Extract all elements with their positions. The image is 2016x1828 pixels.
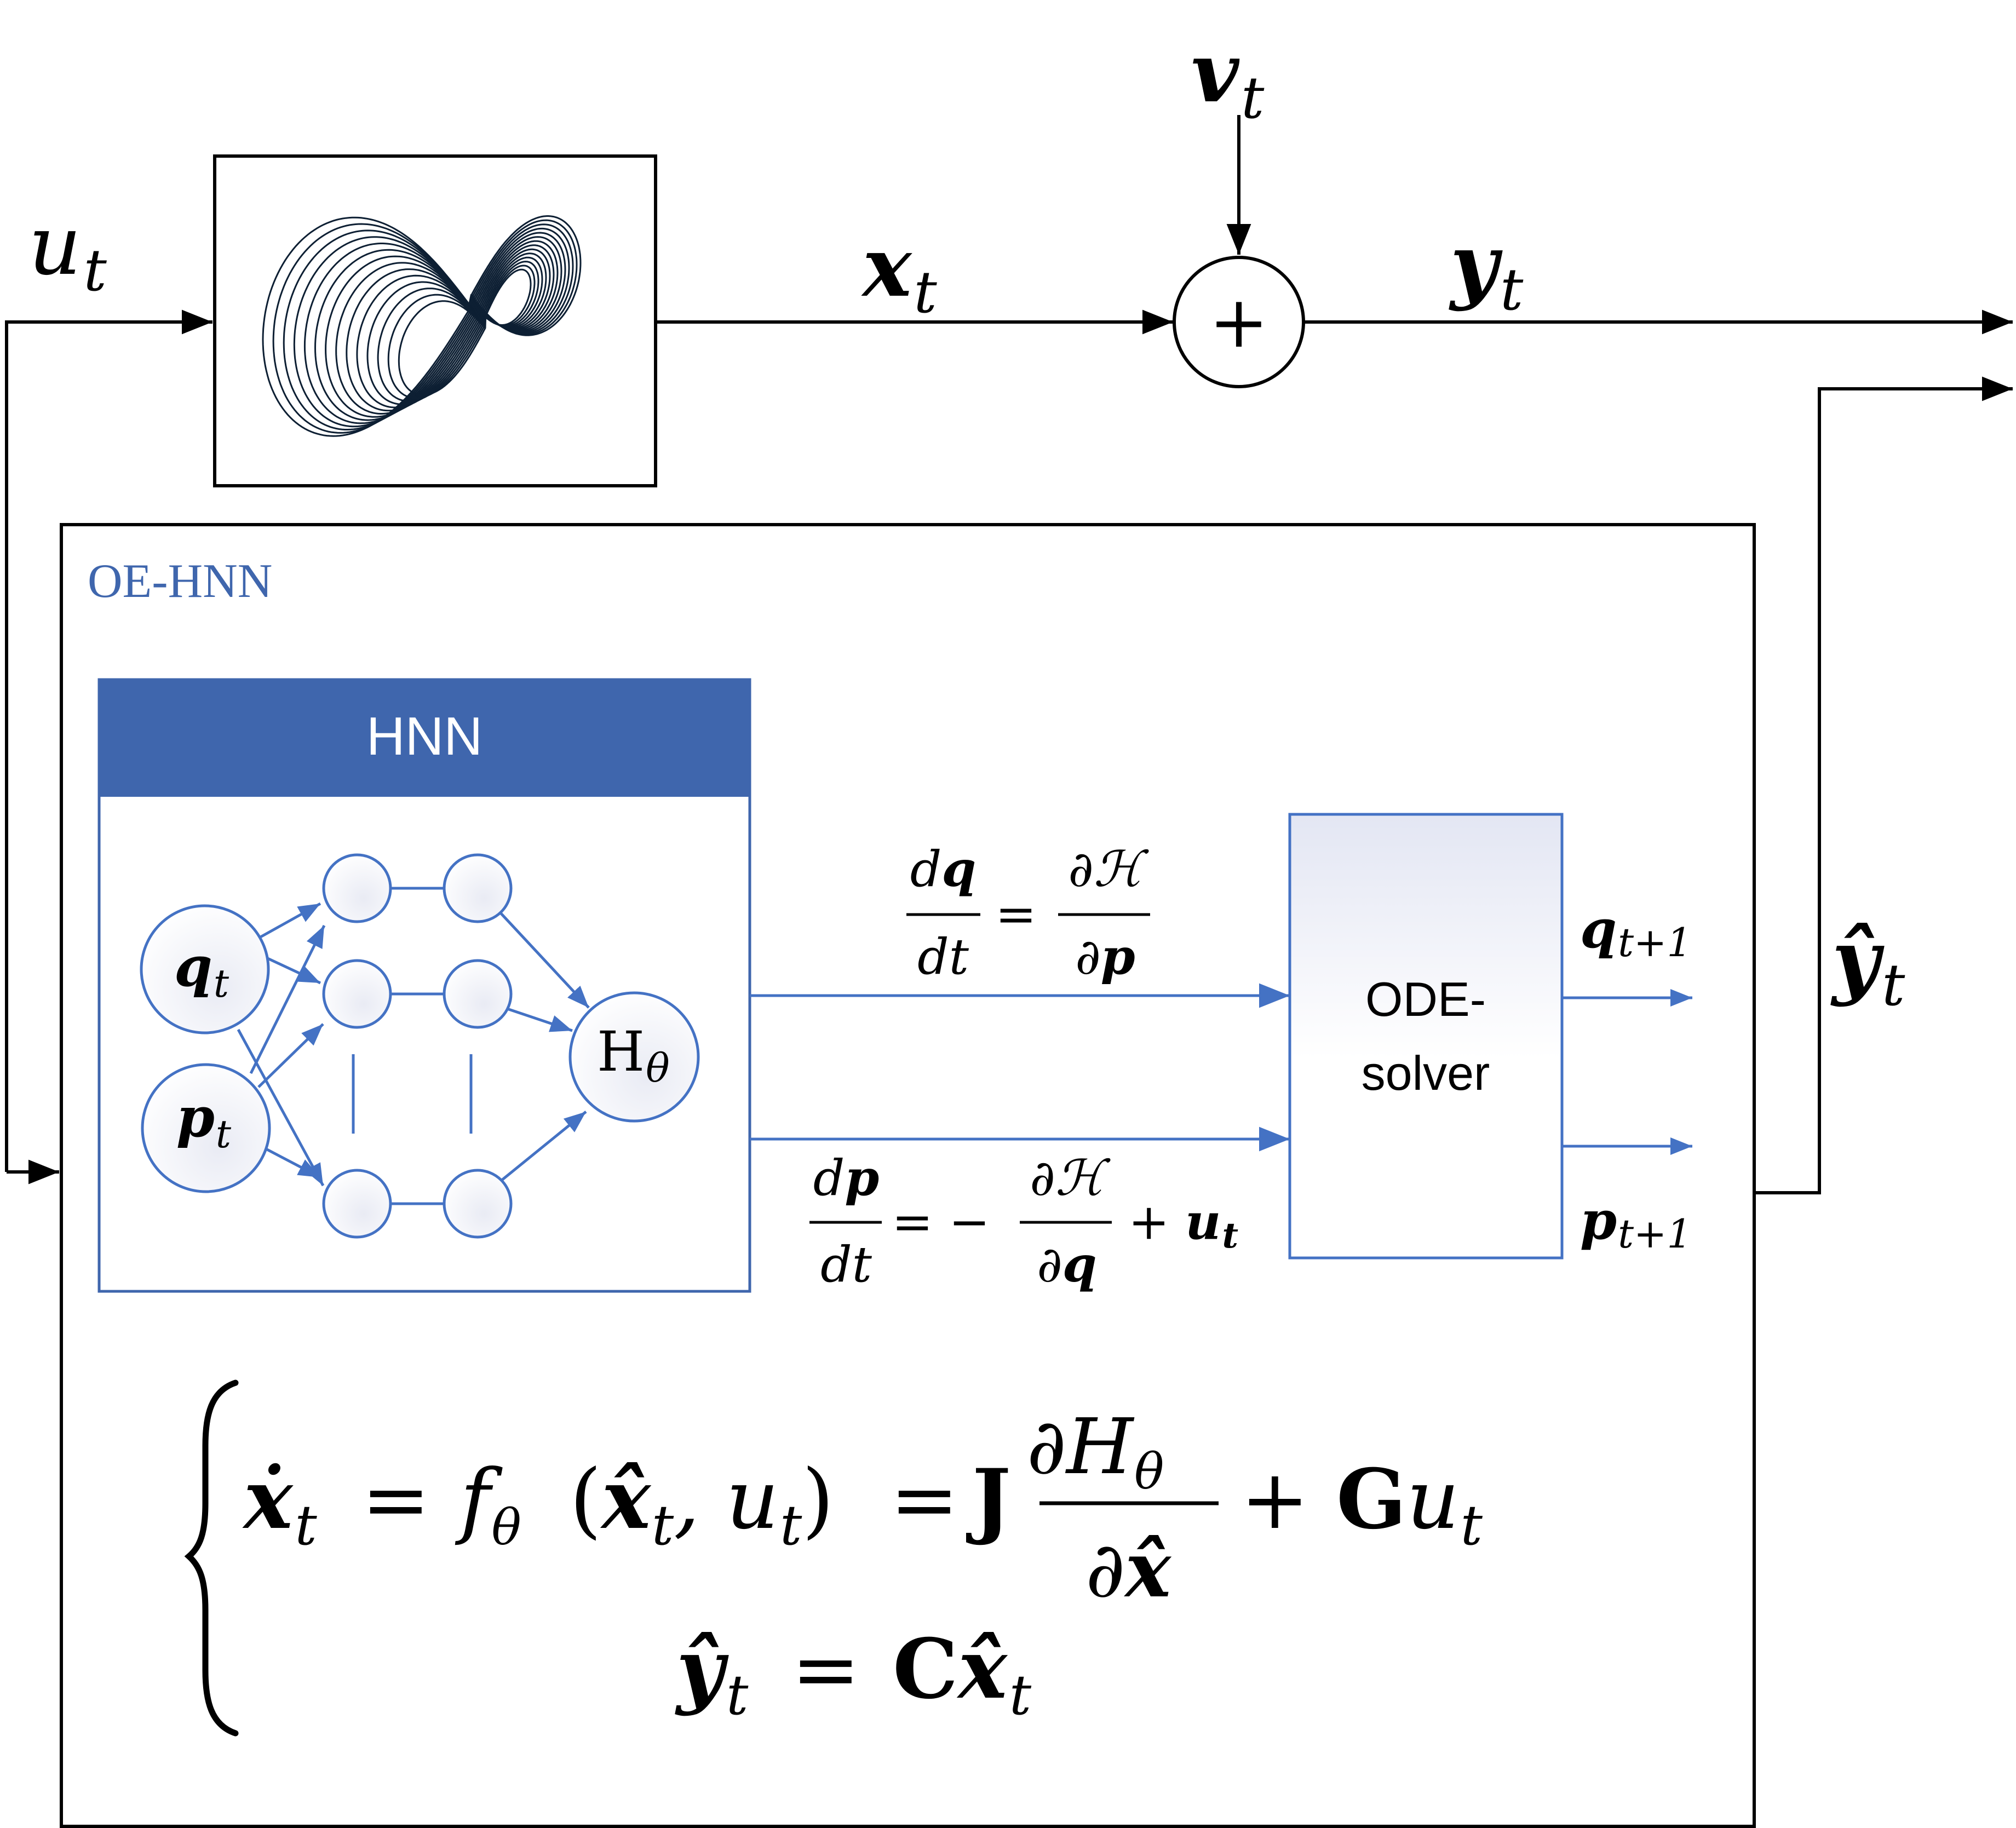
- q-next-label: qt+1: [1580, 898, 1692, 965]
- output-y-label: yt: [1449, 216, 1524, 323]
- svg-text:∂q: ∂q: [1037, 1235, 1096, 1294]
- hnn-network-edges: [237, 887, 590, 1205]
- svg-text:J: J: [966, 1451, 1011, 1548]
- dq-equation: dq dt = ∂ℋ ∂p: [906, 840, 1150, 986]
- input-u-label: ut: [28, 198, 107, 304]
- hnn-input-q-label: qt: [174, 934, 229, 1006]
- svg-text:=: =: [361, 1452, 430, 1548]
- oe-hnn-title: OE-HNN: [88, 555, 272, 608]
- hnn-input-node-p: [141, 1063, 271, 1193]
- hnn-output-node: [568, 991, 700, 1123]
- svg-text:+: +: [1240, 1452, 1309, 1548]
- svg-text:Cx̂t: Cx̂t: [893, 1621, 1032, 1727]
- svg-text:=: =: [890, 1452, 959, 1548]
- svg-text:∂ℋ: ∂ℋ: [1068, 841, 1150, 898]
- svg-text:ẋt: ẋt: [242, 1451, 317, 1557]
- estimate-yhat-label: ŷt: [1830, 912, 1905, 1019]
- hnn-input-p-label: pt: [176, 1085, 232, 1157]
- estimate-yhat-line: [1755, 376, 2013, 1194]
- noise-v-label: vt: [1191, 25, 1265, 131]
- svg-text:ŷt: ŷt: [675, 1621, 749, 1727]
- dp-equation: dp dt = − ∂ℋ ∂q + ut: [809, 1149, 1238, 1294]
- svg-text:Gut: Gut: [1336, 1451, 1483, 1557]
- hnn-header: [99, 680, 750, 797]
- input-u-line: [5, 309, 212, 1172]
- ode-solver-label-line1: ODE-: [1365, 972, 1486, 1026]
- state-x-label: xt: [861, 219, 937, 326]
- lorenz-attractor-icon: [262, 215, 582, 437]
- hnn-output-label: Hθ: [597, 1020, 670, 1091]
- sum-junction-symbol: +: [1209, 280, 1269, 364]
- svg-text:dp: dp: [813, 1149, 880, 1207]
- svg-text:∂ℋ: ∂ℋ: [1030, 1149, 1111, 1207]
- svg-text:fθ: fθ: [455, 1452, 521, 1556]
- p-next-label: pt+1: [1580, 1189, 1692, 1257]
- ode-solver-label-line2: solver: [1362, 1046, 1490, 1100]
- svg-text:dt: dt: [917, 928, 969, 986]
- svg-text:+ ut: + ut: [1128, 1193, 1238, 1256]
- svg-text:=: =: [791, 1622, 860, 1717]
- svg-text:(x̂t, ut): (x̂t, ut): [570, 1451, 834, 1557]
- svg-text:dq: dq: [910, 840, 977, 898]
- attractor-orbit: [398, 268, 532, 396]
- svg-text:∂Hθ: ∂Hθ: [1027, 1402, 1164, 1501]
- hnn-input-node-q: [140, 904, 270, 1034]
- oe-hnn-block: [60, 523, 1756, 1828]
- hnn-hidden-nodes: [322, 853, 513, 1239]
- svg-text:dt: dt: [820, 1236, 872, 1294]
- plant-block: [213, 154, 657, 487]
- equation-brace: [184, 1379, 239, 1737]
- svg-text:=: =: [995, 886, 1036, 943]
- hnn-header-label: HNN: [366, 706, 483, 766]
- ode-solver-block: [1288, 813, 1564, 1260]
- svg-text:∂x̂: ∂x̂: [1085, 1525, 1171, 1615]
- svg-text:∂p: ∂p: [1075, 928, 1135, 986]
- output-equation: ŷt = Cx̂t: [675, 1621, 1032, 1727]
- svg-text:= −: = −: [892, 1193, 990, 1251]
- state-equation: ẋt = fθ (x̂t, ut) = J ∂Hθ ∂x̂ + Gut: [242, 1402, 1483, 1615]
